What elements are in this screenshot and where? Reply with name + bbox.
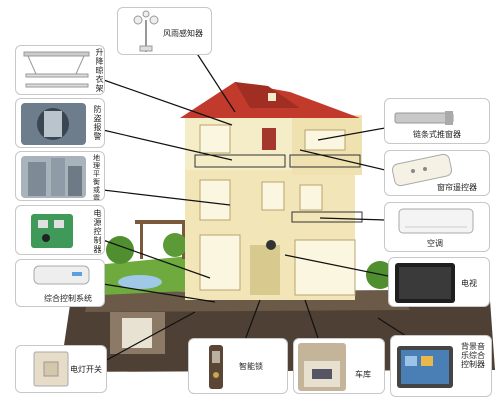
electric-controller-label: 电源控制器 xyxy=(93,209,102,254)
window-opener-icon xyxy=(394,111,454,125)
geomagnetic-sensor-label: 地理平衡或震动检测 xyxy=(93,154,100,201)
touch-panel-icon xyxy=(397,346,453,388)
tv-label: 电视 xyxy=(461,279,477,288)
tv-icon xyxy=(395,263,455,303)
callout-geomagnetic-sensor: 地理平衡或震动检测 xyxy=(15,151,105,201)
security-camera-photo xyxy=(21,103,86,145)
wind-rain-sensor-label: 风雨感知器 xyxy=(163,29,203,38)
garage-photo xyxy=(298,343,346,391)
background-music-label: 背景音乐综合控制器 xyxy=(461,342,485,369)
callout-tv: 电视 xyxy=(388,257,490,307)
callout-curtain-remote: 窗帘遥控器 xyxy=(384,150,490,196)
callout-garage: 车库 xyxy=(293,338,385,394)
circuit-board-icon xyxy=(31,214,73,248)
garage-label: 车库 xyxy=(355,370,371,379)
callout-electric-controller: 电源控制器 xyxy=(15,205,105,255)
ac-unit-icon xyxy=(398,208,474,234)
lifting-clothes-rack-label: 升降晾衣架 xyxy=(95,48,104,93)
callout-integrated-control-system: 综合控制系统 xyxy=(15,259,105,307)
light-switch-label: 电灯开关 xyxy=(70,365,102,374)
control-box-icon xyxy=(33,265,90,285)
anti-theft-alarm-label: 防盗报警 xyxy=(93,105,102,141)
air-conditioner-label: 空调 xyxy=(427,239,443,248)
callout-wind-rain-sensor: 风雨感知器 xyxy=(117,7,212,55)
callout-light-switch: 电灯开关 xyxy=(15,345,107,393)
remote-icon xyxy=(391,153,453,187)
callout-background-music: 背景音乐综合控制器 xyxy=(390,335,492,397)
callout-lifting-clothes-rack: 升降晾衣架 xyxy=(15,45,105,95)
building-photo xyxy=(21,156,86,198)
callout-anti-theft-alarm: 防盗报警 xyxy=(15,98,105,148)
wall-switch-icon xyxy=(33,351,69,387)
callout-chain-window-opener: 链条式推窗器 xyxy=(384,98,490,144)
smart-lock-label: 智能锁 xyxy=(239,362,263,371)
integrated-control-system-label: 综合控制系统 xyxy=(44,294,92,303)
chain-window-opener-label: 链条式推窗器 xyxy=(413,130,461,139)
clothes-rack-icon xyxy=(23,51,90,88)
door-lock-icon xyxy=(209,345,223,389)
curtain-remote-label: 窗帘遥控器 xyxy=(437,183,477,192)
callout-smart-lock: 智能锁 xyxy=(188,338,288,394)
anemometer-icon xyxy=(133,10,159,52)
callout-air-conditioner: 空调 xyxy=(384,202,490,252)
